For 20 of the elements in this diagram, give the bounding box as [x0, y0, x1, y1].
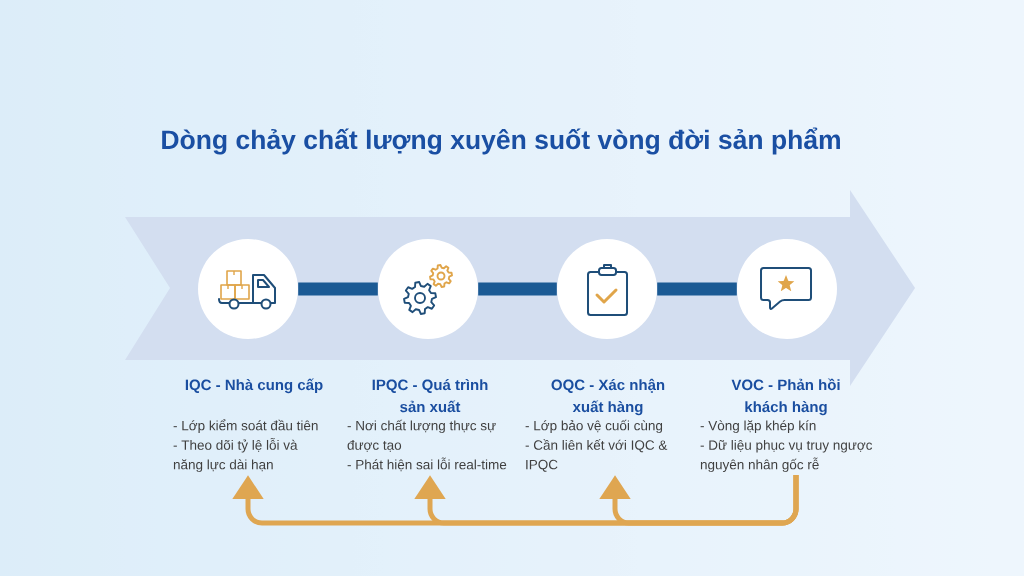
- icon-circle: [198, 239, 298, 339]
- connector-bar: [478, 282, 557, 296]
- bullet-text: - Theo dõi tỷ lệ lỗi và năng lực dài hạn: [173, 438, 298, 473]
- bullet-text: - Vòng lặp khép kín: [700, 420, 816, 434]
- bullet-text: - Lớp kiểm soát đầu tiên: [173, 419, 318, 434]
- bullet-text: - Cần liên kết với IQC & IPQC: [525, 439, 668, 472]
- bullet-text: - Dữ liệu phục vụ truy ngược nguyên nhân gốc rễ: [700, 439, 873, 473]
- stage-heading: IQC - Nhà cung cấp: [185, 378, 323, 394]
- stage-heading: IPQC - Quá trình sản xuất: [372, 379, 488, 413]
- feedback-arrow: [599, 475, 799, 526]
- stage-heading: OQC - Xác nhận xuất hàng: [551, 378, 665, 416]
- connector-bar: [657, 282, 737, 296]
- bullet-text: - Nơi chất lượng thực sự được tạo: [347, 419, 496, 452]
- stage-heading: VOC - Phản hồi khách hàng: [731, 378, 840, 416]
- title: Dòng chảy chất lượng xuyên suốt vòng đời sản phẩm: [162, 127, 840, 155]
- bullet-text: - Lớp bảo vệ cuối cùng: [525, 419, 663, 434]
- connector-bar: [298, 282, 378, 296]
- icon-circle: [557, 239, 657, 339]
- icon-circle: [378, 239, 478, 339]
- bullet-text: - Phát hiện sai lỗi real-time: [347, 457, 507, 472]
